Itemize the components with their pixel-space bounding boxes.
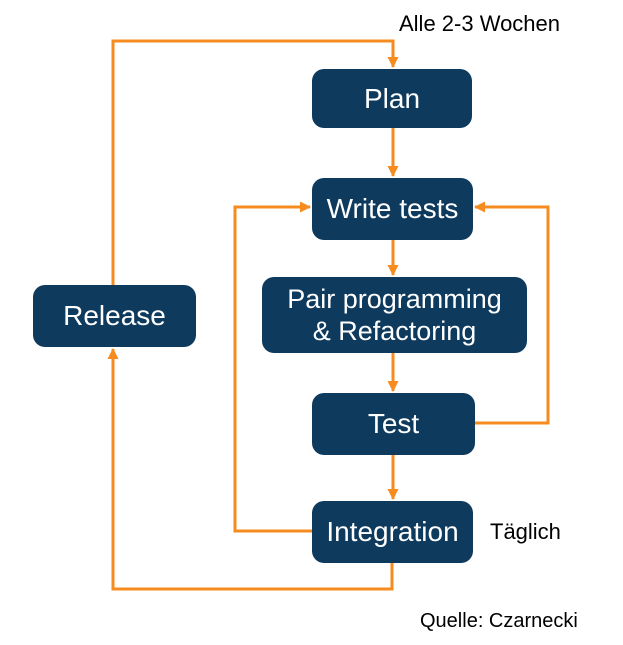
daily-cycle-label: Täglich bbox=[490, 519, 561, 544]
node-pair-programming-label-line1: Pair programming bbox=[287, 283, 502, 314]
node-plan-label: Plan bbox=[363, 82, 421, 114]
node-write-tests: Write tests bbox=[312, 178, 473, 240]
node-test: Test bbox=[312, 393, 475, 455]
arrow-integration-to-write-tests-loop bbox=[233, 201, 312, 533]
node-release: Release bbox=[33, 285, 196, 347]
node-write-tests-label: Write tests bbox=[326, 193, 459, 225]
node-test-label: Test bbox=[367, 408, 420, 440]
node-integration-label: Integration bbox=[326, 516, 459, 548]
node-pair-programming: Pair programming & Refactoring bbox=[262, 277, 527, 353]
node-pair-programming-label-line2: & Refactoring bbox=[312, 316, 477, 346]
node-release-label: Release bbox=[63, 300, 166, 332]
node-plan: Plan bbox=[312, 69, 472, 128]
node-integration: Integration bbox=[312, 501, 473, 563]
cycle-duration-label: Alle 2-3 Wochen bbox=[399, 11, 561, 36]
source-attribution-label: Quelle: Czarnecki bbox=[420, 610, 578, 632]
